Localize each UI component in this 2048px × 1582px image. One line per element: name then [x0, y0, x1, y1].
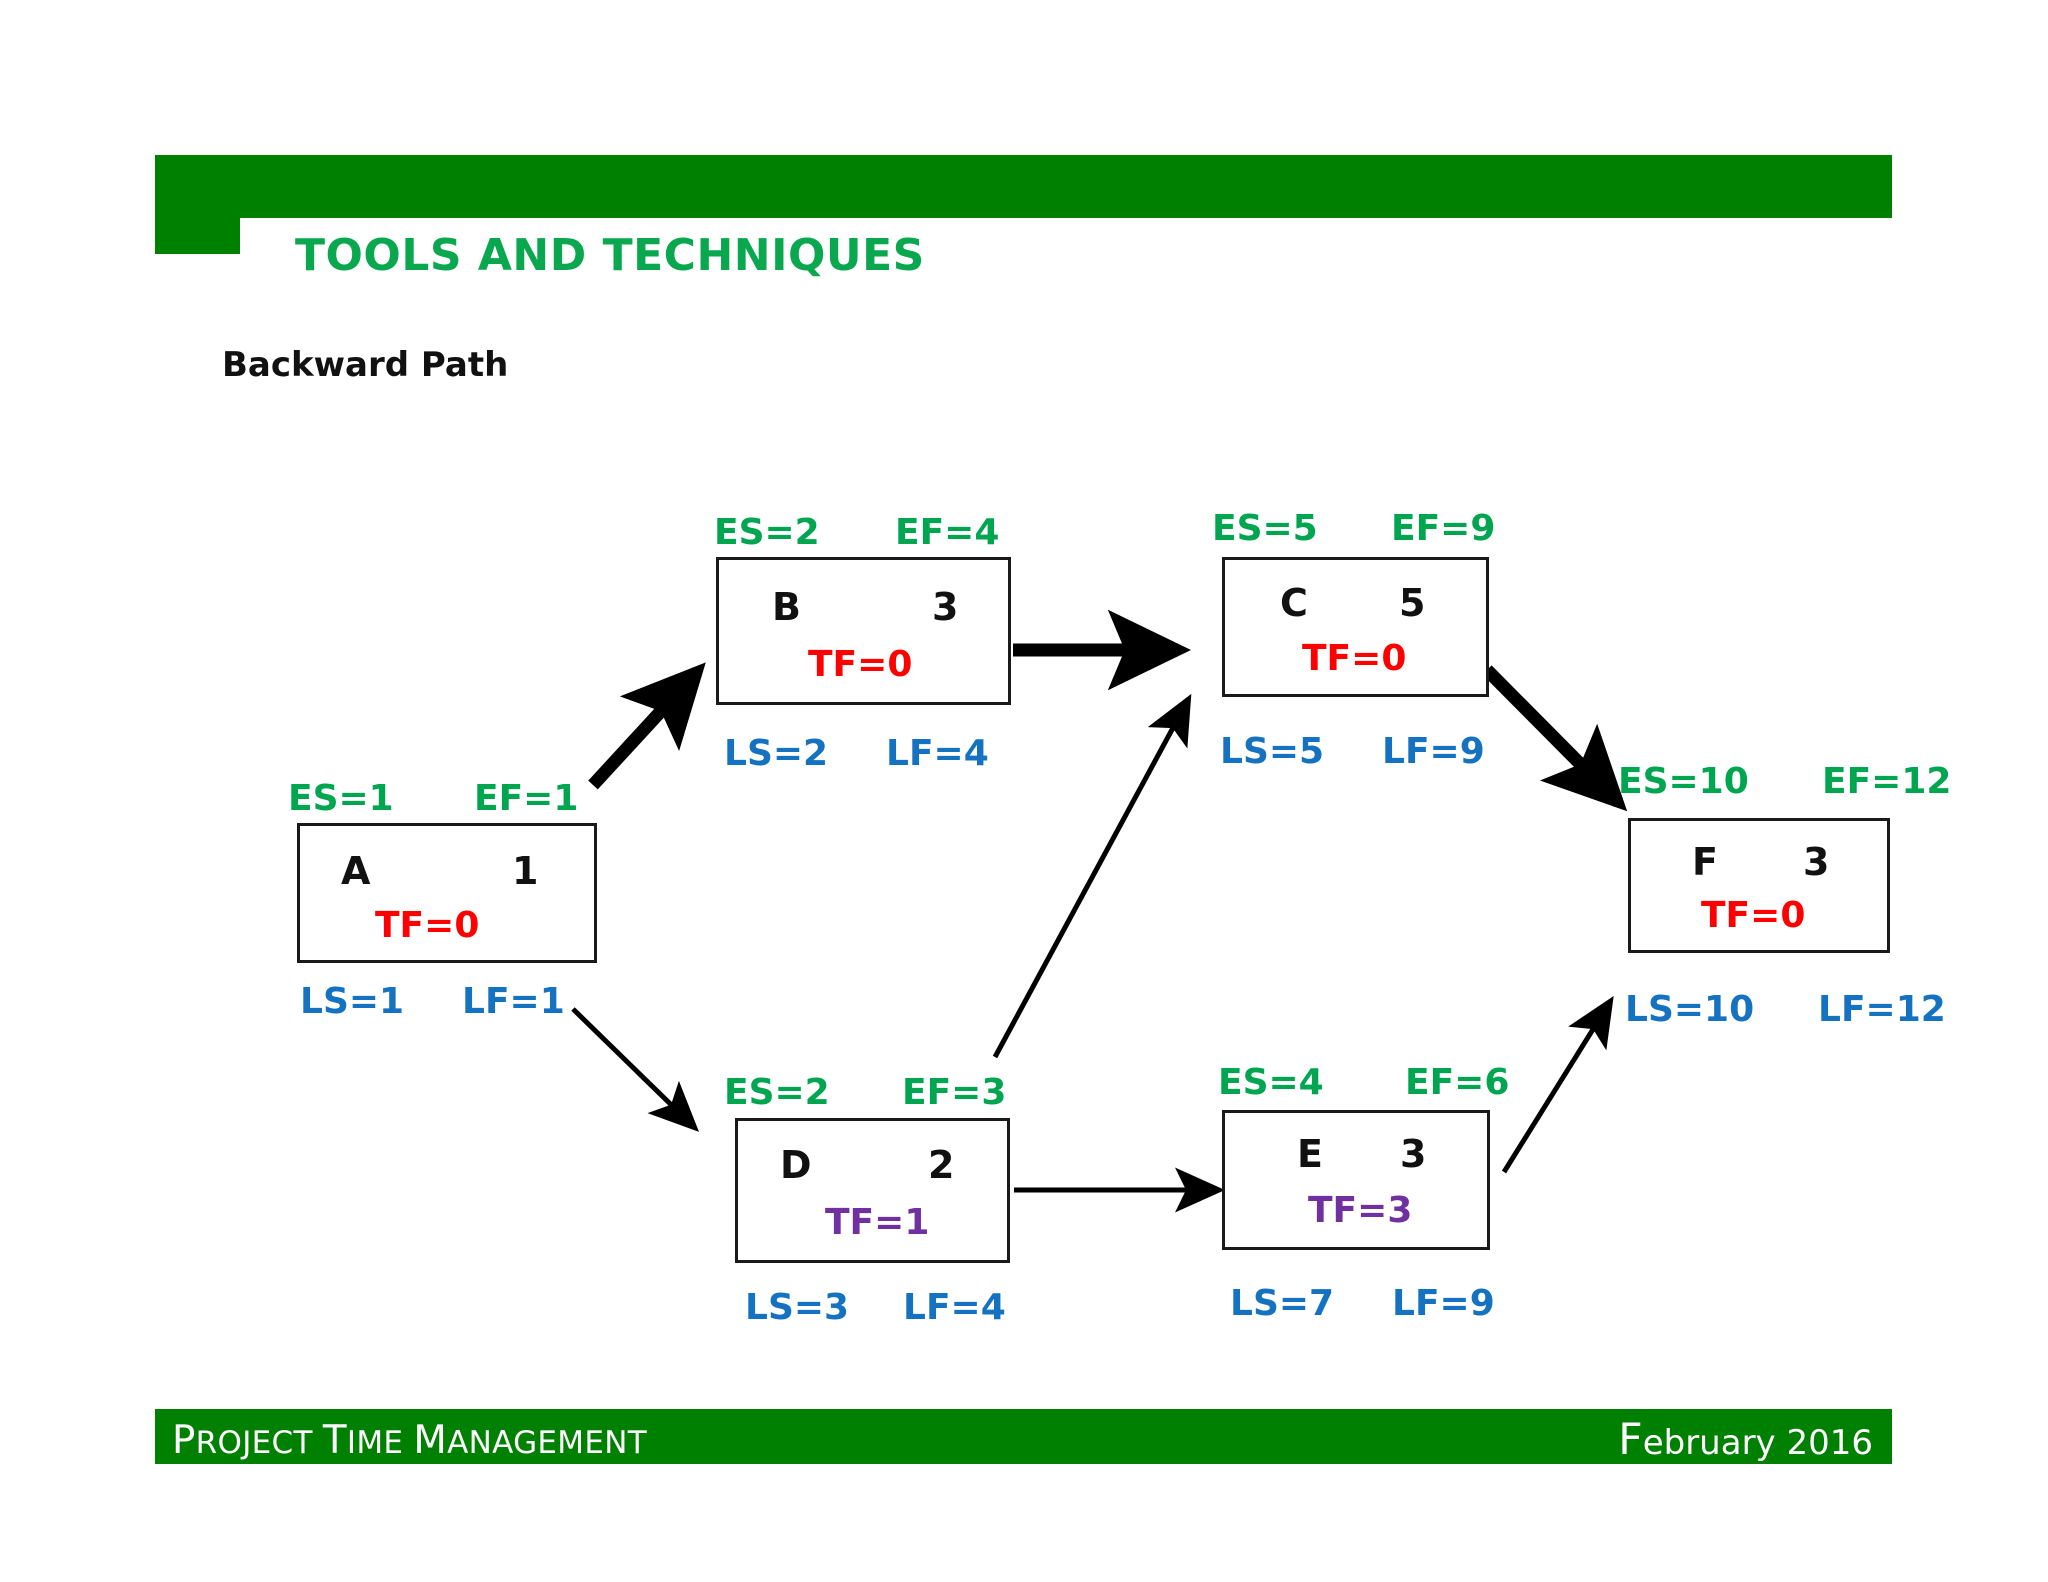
node-b[interactable]: B 3 TF=0: [716, 557, 1011, 705]
header-green-band: [155, 155, 1892, 218]
footer-left-cap-p: P: [172, 1418, 196, 1463]
edge-a-to-d: [571, 1007, 700, 1132]
node-b-ef-label: EF=4: [895, 512, 1000, 553]
node-d-es-label: ES=2: [724, 1072, 830, 1113]
node-a-ef-label: EF=1: [474, 778, 579, 819]
node-c-lf-label: LF=9: [1382, 731, 1485, 772]
node-d-box: [735, 1118, 1010, 1263]
node-e-box: [1222, 1110, 1490, 1250]
edge-a-to-b: [588, 662, 706, 790]
node-a-es-label: ES=1: [288, 778, 394, 819]
node-c-duration: 5: [1399, 581, 1426, 625]
page-title: TOOLS AND TECHNIQUES: [295, 230, 925, 281]
node-f-id: F: [1692, 840, 1718, 884]
node-e-lf-label: LF=9: [1392, 1283, 1495, 1324]
node-b-ls-label: LS=2: [724, 733, 829, 774]
footer-date-label: February 2016: [1618, 1416, 1873, 1465]
edge-e-to-f: [1501, 996, 1614, 1174]
footer-green-band: [155, 1409, 1892, 1464]
footer-right-cap-f: F: [1618, 1416, 1643, 1465]
node-d-duration: 2: [928, 1143, 955, 1187]
node-b-total-float: TF=0: [808, 644, 913, 685]
node-e-ls-label: LS=7: [1230, 1283, 1335, 1324]
node-f-duration: 3: [1803, 840, 1830, 884]
section-subtitle: Backward Path: [222, 345, 509, 385]
node-f-ls-label: LS=10: [1625, 989, 1755, 1030]
node-e[interactable]: E 3 TF=3: [1222, 1110, 1490, 1250]
node-a-total-float: TF=0: [375, 905, 480, 946]
node-b-es-label: ES=2: [714, 512, 820, 553]
node-c[interactable]: C 5 TF=0: [1222, 557, 1489, 697]
node-d-id: D: [780, 1143, 812, 1187]
node-d-lf-label: LF=4: [903, 1287, 1006, 1328]
edge-c-to-f: [1482, 665, 1628, 812]
node-c-ef-label: EF=9: [1391, 508, 1496, 549]
node-b-lf-label: LF=4: [886, 733, 989, 774]
footer-right-text: ebruary 2016: [1642, 1423, 1873, 1463]
node-b-box: [716, 557, 1011, 705]
node-c-id: C: [1280, 581, 1308, 625]
node-e-ef-label: EF=6: [1405, 1062, 1510, 1103]
node-c-box: [1222, 557, 1489, 697]
node-f-box: [1628, 818, 1890, 953]
node-c-ls-label: LS=5: [1220, 731, 1325, 772]
node-d-ef-label: EF=3: [902, 1072, 1007, 1113]
footer-left-cap-m: M: [413, 1418, 448, 1463]
footer-left-cap-t: T: [322, 1418, 347, 1463]
node-b-duration: 3: [932, 585, 959, 629]
node-a[interactable]: A 1 TF=0: [297, 823, 597, 963]
node-f-ef-label: EF=12: [1822, 761, 1952, 802]
node-e-es-label: ES=4: [1218, 1062, 1324, 1103]
node-f-total-float: TF=0: [1701, 895, 1806, 936]
node-e-total-float: TF=3: [1308, 1190, 1413, 1231]
node-f-lf-label: LF=12: [1818, 989, 1946, 1030]
node-d-ls-label: LS=3: [745, 1287, 850, 1328]
node-c-es-label: ES=5: [1212, 508, 1318, 549]
node-a-id: A: [341, 849, 371, 893]
node-a-ls-label: LS=1: [300, 981, 405, 1022]
header-green-stub: [155, 218, 240, 254]
node-d-total-float: TF=1: [825, 1202, 930, 1243]
footer-left-text-3: ANAGEMENT: [447, 1425, 647, 1461]
footer-left-text-1: ROJECT: [195, 1425, 323, 1461]
node-f-es-label: ES=10: [1618, 761, 1749, 802]
footer-left-text-2: IME: [346, 1425, 414, 1461]
node-f[interactable]: F 3 TF=0: [1628, 818, 1890, 953]
node-d[interactable]: D 2 TF=1: [735, 1118, 1010, 1263]
node-b-id: B: [772, 585, 801, 629]
node-a-lf-label: LF=1: [462, 981, 565, 1022]
edge-d-to-c: [992, 693, 1192, 1059]
node-e-id: E: [1297, 1132, 1323, 1176]
node-a-duration: 1: [512, 849, 539, 893]
footer-course-label: PROJECT TIME MANAGEMENT: [172, 1418, 647, 1463]
node-e-duration: 3: [1400, 1132, 1427, 1176]
node-c-total-float: TF=0: [1302, 638, 1407, 679]
node-a-box: [297, 823, 597, 963]
